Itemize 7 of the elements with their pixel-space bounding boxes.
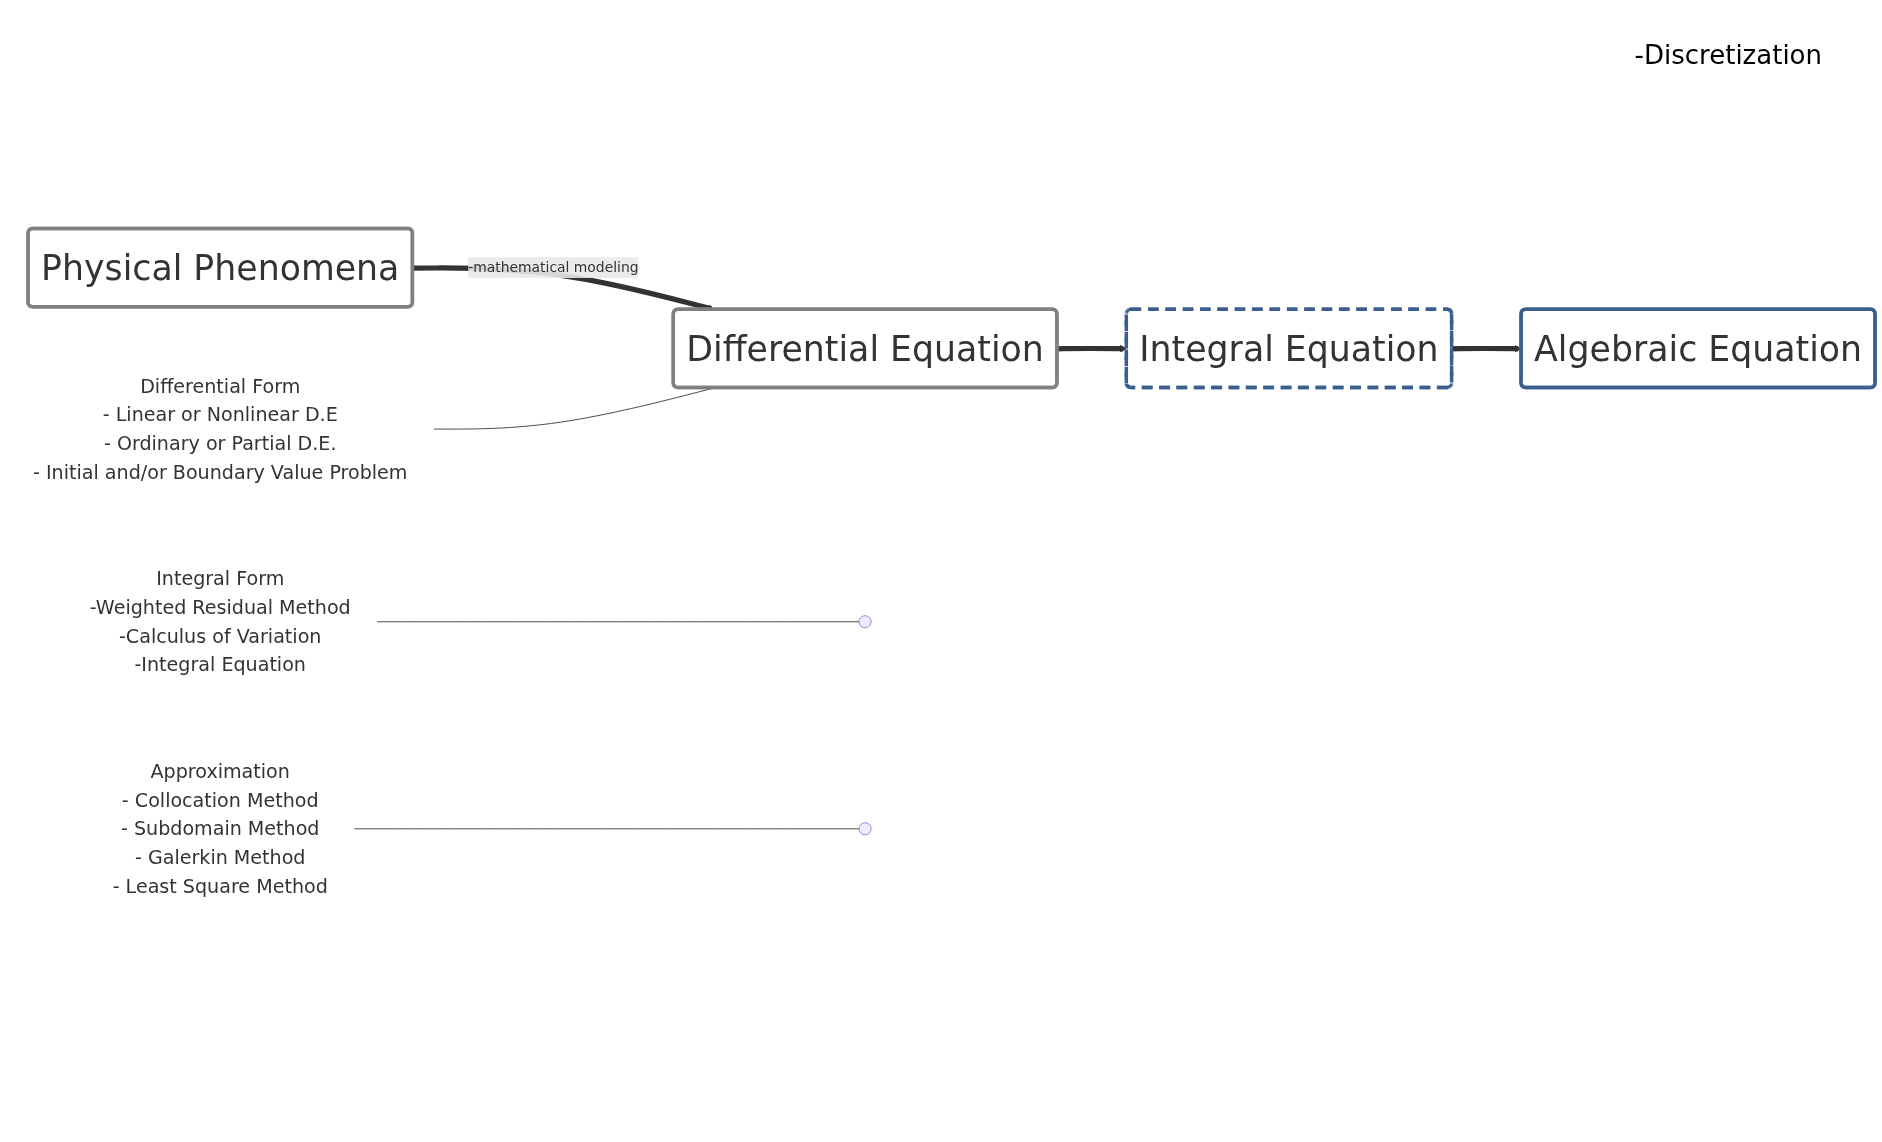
- node-text: Integral Form -Weighted Residual Method -Calculus of Variation -Integral Equation: [89, 567, 351, 676]
- connector: [376, 621, 860, 623]
- node-text: Differential Form - Linear or Nonlinear D.E - Ordinary or Partial D.E. - Initial and/or Boundary Value Problem: [32, 375, 408, 483]
- connector: [353, 828, 860, 830]
- node-text: Approximation - Collocation Method - Subdomain Method - Galerkin Method - Least Square Method: [112, 760, 328, 897]
- annotation-text: -Discretization: [1634, 40, 1822, 70]
- edge-label: -mathematical modeling: [468, 258, 639, 276]
